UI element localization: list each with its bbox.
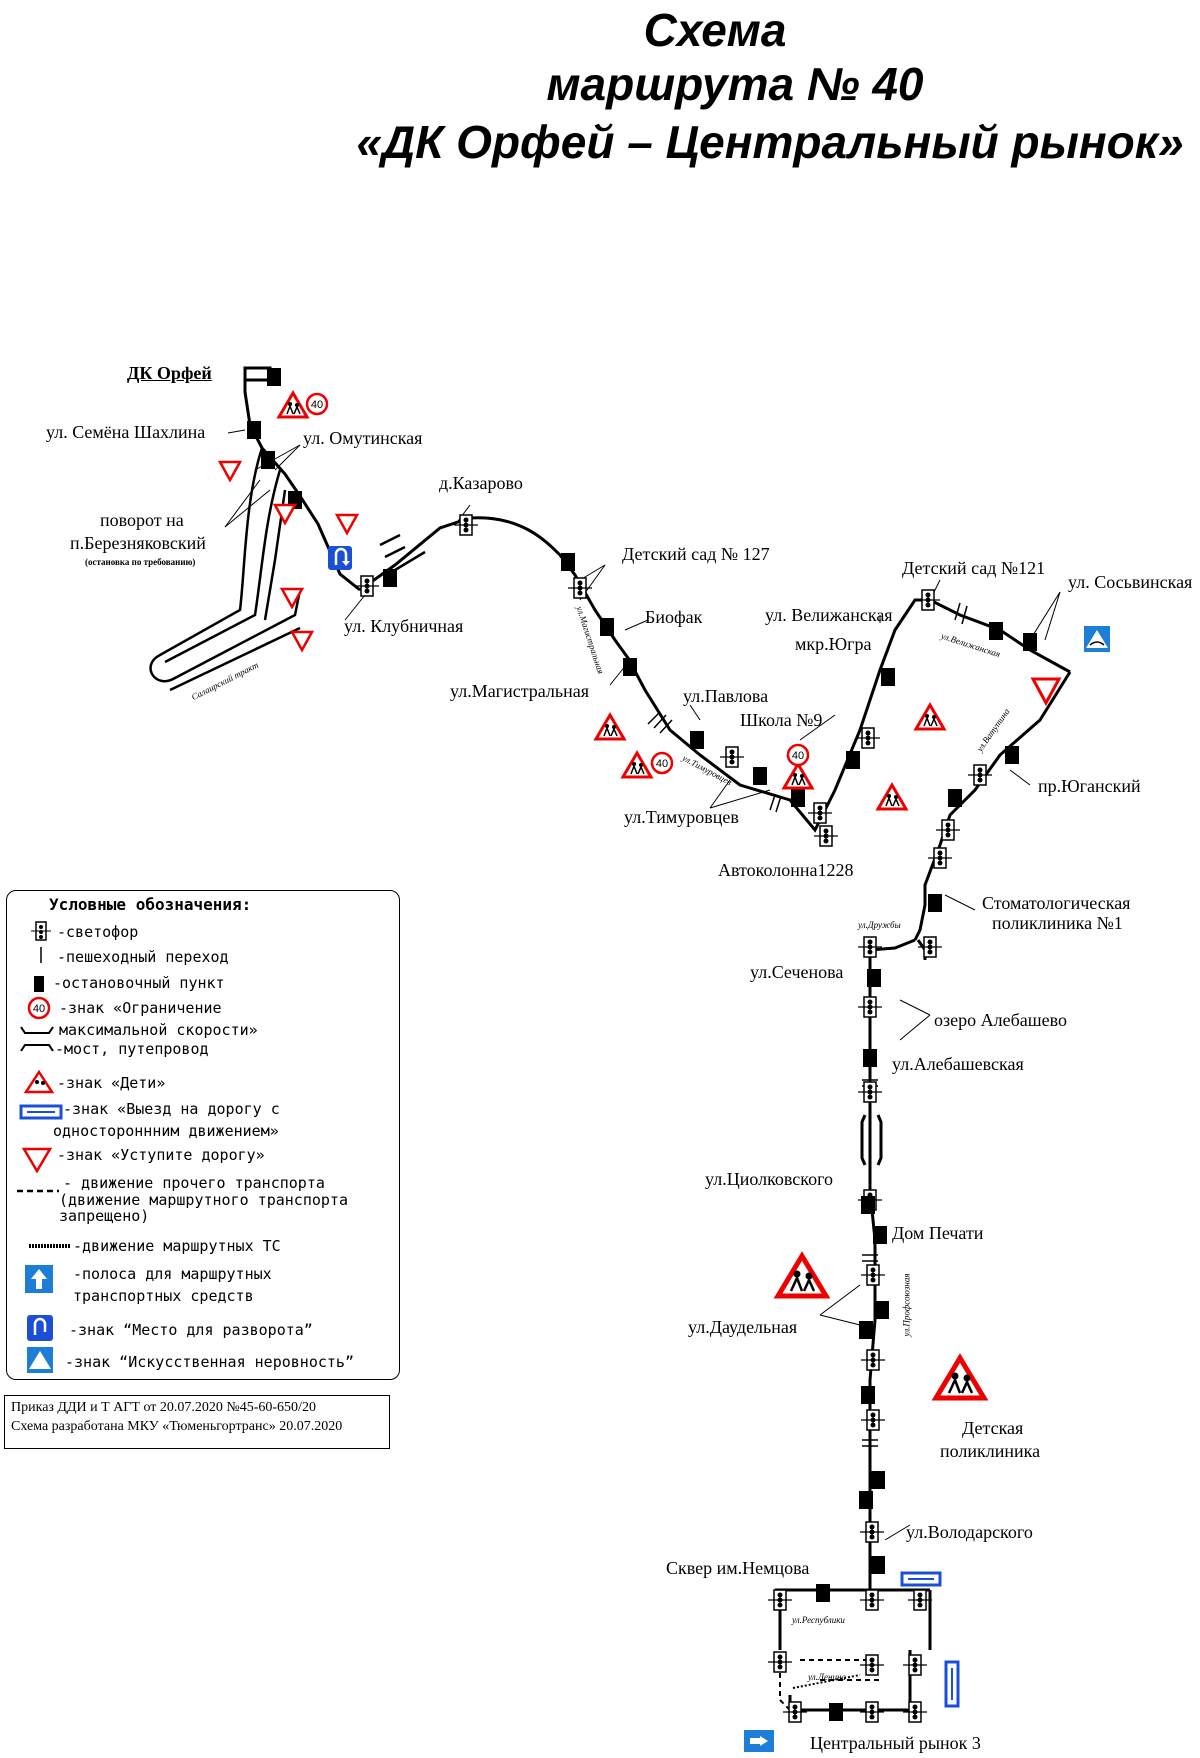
- title-line-3: «ДК Орфей – Центральный рынок»: [356, 116, 1184, 168]
- label-povorot-2: п.Березняковский: [70, 533, 206, 553]
- street-druzhby: ул.Дружбы: [858, 920, 901, 930]
- legend-children: -знак «Дети»: [57, 1074, 166, 1092]
- legend-oneway-1: -знак «Выезд на дорогу с: [63, 1100, 280, 1118]
- label-detsad127: Детский сад № 127: [622, 544, 770, 564]
- order-info: Приказ ДДИ и Т АГТ от 20.07.2020 №45-60-…: [4, 1395, 390, 1449]
- label-kazarovo: д.Казарово: [439, 473, 523, 493]
- label-alebashevskaya: ул.Алебашевская: [892, 1054, 1024, 1074]
- yield-signs: [218, 460, 1061, 705]
- bump-sign-icon: [1084, 626, 1110, 652]
- street-respubliki: ул.Республики: [792, 1615, 845, 1625]
- legend-title: Условные обозначения:: [49, 895, 252, 914]
- svg-text:40: 40: [33, 1003, 45, 1015]
- lane-sign-icon: [744, 1730, 774, 1752]
- order-line-2: Схема разработана МКУ «Тюменьгортранс» 2…: [11, 1419, 343, 1434]
- label-velizhanskaya: ул. Велижанская: [765, 605, 893, 625]
- legend-symbols: 40: [17, 921, 71, 1373]
- legend-lane-1: -полоса для маршрутных: [73, 1265, 272, 1283]
- label-skver: Сквер им.Немцова: [666, 1558, 810, 1578]
- legend-oneway-2: одностороннним движением»: [53, 1122, 279, 1140]
- label-detpolik-2: поликлиника: [940, 1441, 1041, 1461]
- label-tsentr-rynok: Центральный рынок 3: [810, 1733, 981, 1753]
- legend-traffic-light: -светофор: [57, 923, 139, 941]
- label-detsad121: Детский сад №121: [902, 558, 1046, 578]
- legend-other-3: запрещено): [59, 1207, 150, 1225]
- title-line-1: Схема: [643, 4, 787, 56]
- label-tsiolkovskogo: ул.Циолковского: [705, 1169, 834, 1189]
- uturn-sign-icon: [328, 546, 352, 570]
- legend-route: -движение маршрутных ТС: [73, 1237, 281, 1255]
- label-stomat-1: Стоматологическая: [982, 893, 1131, 913]
- legend-lane-2: транспортных средств: [73, 1287, 254, 1305]
- label-shkola9: Школа №9: [740, 710, 823, 730]
- label-dk-orfey: ДК Орфей: [127, 363, 212, 383]
- label-alebashevo: озеро Алебашево: [934, 1010, 1067, 1030]
- label-magistralnaya: ул.Магистральная: [450, 681, 590, 701]
- label-volodarskogo: ул.Володарского: [906, 1522, 1033, 1542]
- label-timurovtsev: ул.Тимуровцев: [624, 807, 739, 827]
- label-daudelnaya: ул.Даудельная: [688, 1317, 798, 1337]
- street-lenina: ул.Ленина: [808, 1672, 846, 1682]
- label-povorot-1: поворот на: [100, 510, 184, 530]
- label-sosvinskaya: ул. Сосьвинская: [1068, 572, 1193, 592]
- street-profsoyuznaya: ул.Профсоюзная: [901, 1273, 912, 1337]
- label-pavlova: ул.Павлова: [683, 686, 769, 706]
- speed-signs: [305, 392, 810, 775]
- label-dom-pechati: Дом Печати: [892, 1223, 984, 1243]
- legend-speed-2: максимальной скорости»: [59, 1021, 258, 1039]
- legend-other-2: (движение маршрутного транспорта: [59, 1191, 348, 1209]
- oneway-sign-icon: [900, 1571, 960, 1708]
- label-yugra: мкр.Югра: [795, 634, 872, 654]
- label-detpolik-1: Детская: [962, 1418, 1024, 1438]
- label-omutinskaya: ул. Омутинская: [303, 428, 423, 448]
- legend-speed-1: -знак «Ограничение: [59, 999, 222, 1017]
- label-yuganskiy: пр.Юганский: [1038, 776, 1141, 796]
- legend-bridge: -мост, путепровод: [55, 1040, 209, 1058]
- legend-other-1: - движение прочего транспорта: [63, 1174, 325, 1192]
- title-line-2: маршрута № 40: [546, 58, 924, 110]
- legend: Условные обозначения: 40 -светофор -пеше…: [6, 890, 400, 1380]
- label-klubnichnaya: ул. Клубничная: [344, 616, 464, 636]
- legend-crossing: -пешеходный переход: [57, 948, 229, 966]
- legend-giveway: -знак «Уступите дорогу»: [57, 1146, 265, 1164]
- label-stomat-2: поликлиника №1: [992, 913, 1123, 933]
- label-biofak: Биофак: [645, 607, 703, 627]
- order-line-1: Приказ ДДИ и Т АГТ от 20.07.2020 №45-60-…: [11, 1400, 316, 1415]
- label-povorot-note: (остановка по требованию): [85, 557, 196, 567]
- legend-uturn: -знак “Место для разворота”: [69, 1321, 313, 1339]
- legend-bump: -знак “Искусственная неровность”: [65, 1353, 354, 1371]
- label-shahlina: ул. Семёна Шахлина: [46, 422, 206, 442]
- label-sechenova: ул.Сеченова: [750, 962, 844, 982]
- label-avtokolonna: Автоколонна1228: [718, 860, 854, 880]
- legend-stop: -остановочный пункт: [53, 974, 225, 992]
